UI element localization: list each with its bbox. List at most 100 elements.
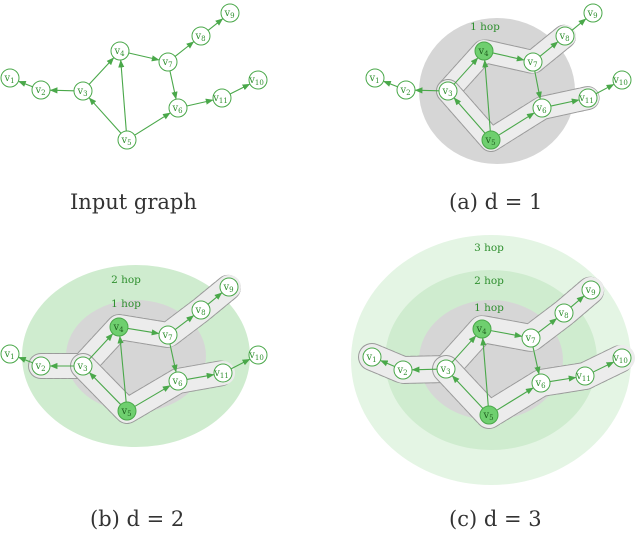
node-label-v1: v1 (368, 73, 379, 85)
node-label-v7: v7 (526, 57, 537, 69)
node-v10 (248, 345, 268, 365)
hop-label: 1 hop (470, 21, 500, 33)
edge-v7-v6 (169, 343, 178, 373)
edge-v5-v4 (117, 335, 127, 403)
edge-v3-v2 (49, 87, 75, 94)
node-v8 (554, 303, 574, 323)
node-label-v7: v7 (161, 57, 172, 69)
hop-label: 2 hop (111, 274, 141, 286)
edge-v6-v11 (549, 375, 577, 383)
edge-v5-v6 (498, 112, 535, 136)
node-v4 (474, 41, 494, 61)
node-label-v6: v6 (535, 103, 547, 115)
node-v8 (191, 300, 211, 320)
edge-v6-v11 (550, 98, 580, 107)
node-label-v5: v5 (484, 135, 495, 147)
node-v7 (523, 52, 543, 72)
node-label-v5: v5 (120, 135, 131, 147)
node-v10 (612, 348, 632, 368)
node-v11 (213, 363, 233, 383)
edge-v2-v1 (18, 80, 33, 88)
edge-v4-v7 (127, 327, 160, 336)
edge-v3-v2 (414, 87, 440, 94)
edge-v8-v9 (571, 18, 587, 31)
node-label-v2: v2 (399, 85, 410, 97)
node-v4 (109, 317, 129, 337)
node-v2 (393, 360, 413, 380)
edge-v5-v3 (451, 375, 484, 409)
node-label-v3: v3 (441, 86, 452, 98)
node-label-v4: v4 (113, 46, 125, 58)
node-v3 (73, 81, 93, 101)
node-v10 (612, 70, 632, 90)
node-v10 (248, 70, 268, 90)
edge-v5-v6 (134, 385, 171, 407)
node-v5 (117, 401, 137, 421)
node-label-v2: v2 (34, 361, 45, 373)
node-label-v6: v6 (171, 103, 183, 115)
edge-v2-v1 (18, 356, 33, 364)
node-label-v6: v6 (534, 378, 546, 390)
node-v6 (168, 98, 188, 118)
edge-v3-v4 (88, 333, 114, 360)
edge-v11-v10 (230, 358, 251, 370)
node-label-v8: v8 (194, 305, 205, 317)
hop-label: 2 hop (474, 275, 504, 287)
node-v1 (362, 347, 382, 367)
node-v6 (168, 371, 188, 391)
node-label-v4: v4 (112, 322, 124, 334)
caption-input-graph: Input graph (70, 190, 197, 214)
edge-v4-v7 (490, 330, 523, 339)
node-label-v1: v1 (365, 352, 376, 364)
node-v5 (481, 130, 501, 150)
node-v5 (117, 130, 137, 150)
node-label-v4: v4 (475, 324, 487, 336)
node-v4 (472, 319, 492, 339)
node-v7 (521, 328, 541, 348)
node-label-v8: v8 (194, 31, 205, 43)
edge-v6-v11 (186, 372, 215, 380)
node-v5 (479, 405, 499, 425)
caption-panel-c: (c) d = 3 (449, 507, 542, 531)
node-v11 (575, 366, 595, 386)
caption-panel-a: (a) d = 1 (449, 190, 543, 214)
edge-v8-v9 (207, 18, 224, 31)
edge-v6-v11 (186, 98, 214, 107)
edge-v5-v4 (482, 59, 491, 132)
node-v1 (0, 344, 20, 364)
node-v7 (158, 52, 178, 72)
edge-v5-v6 (496, 387, 534, 411)
node-v2 (396, 80, 416, 100)
edge-v7-v6 (534, 70, 542, 100)
node-label-v2: v2 (396, 365, 407, 377)
edge-v4-v7 (128, 52, 160, 62)
edge-v5-v4 (480, 337, 489, 407)
node-v9 (219, 277, 239, 297)
node-label-v7: v7 (161, 330, 172, 342)
node-v6 (531, 373, 551, 393)
node-label-v1: v1 (3, 349, 14, 361)
node-v8 (191, 26, 211, 46)
edge-v3-v4 (451, 335, 477, 363)
edge-v8-v9 (570, 295, 585, 308)
edge-v11-v10 (229, 83, 251, 95)
node-label-v3: v3 (76, 86, 87, 98)
edge-v5-v6 (134, 112, 171, 136)
node-label-v4: v4 (477, 46, 489, 58)
node-v9 (220, 3, 240, 23)
node-v9 (581, 280, 601, 300)
node-label-v9: v9 (584, 285, 595, 297)
node-v1 (0, 68, 20, 88)
node-label-v6: v6 (171, 376, 183, 388)
node-v3 (436, 359, 456, 379)
edge-v2-v1 (380, 360, 395, 368)
edge-v7-v8 (537, 318, 558, 334)
node-label-v2: v2 (34, 85, 45, 97)
edge-v7-v6 (169, 70, 178, 100)
node-label-v9: v9 (586, 8, 597, 20)
edge-v7-v8 (174, 41, 195, 57)
